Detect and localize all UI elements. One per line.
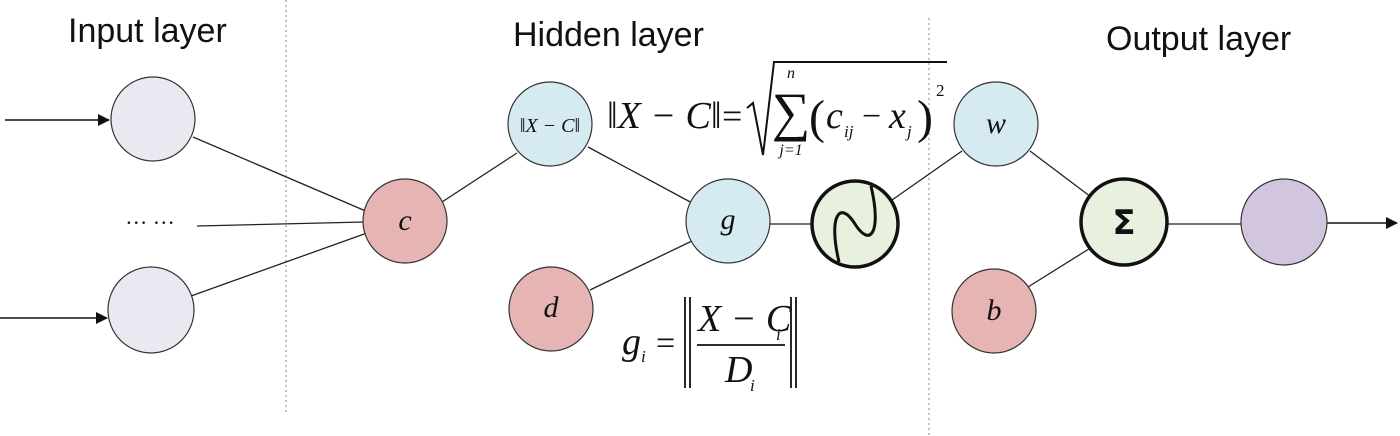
width-node-label: d — [544, 291, 560, 324]
bias-node — [951, 268, 1037, 354]
hidden-layer-title: Hidden layer — [513, 16, 704, 54]
output-layer-title: Output layer — [1106, 20, 1292, 58]
edge-w-sum — [1029, 150, 1096, 201]
norm-node-label: ‖X − C‖ — [520, 115, 580, 137]
output-node — [1240, 178, 1328, 266]
sum-symbol: ∑ — [772, 82, 811, 142]
edge-activation-w — [891, 150, 963, 201]
sum-node-label: Σ — [1112, 203, 1135, 243]
weight-node-label: w — [986, 107, 1006, 140]
input-node-1 — [110, 76, 196, 162]
gaussian-numerator-sub: i — [776, 325, 781, 344]
weight-node — [953, 81, 1039, 167]
gaussian-denominator-sub: i — [750, 376, 755, 395]
edge-c-norm — [441, 152, 518, 203]
term-x: x — [888, 95, 906, 137]
gaussian-node-label: g — [721, 203, 736, 236]
center-node — [362, 178, 448, 264]
sum-lower-limit: j=1 — [777, 142, 802, 159]
term-c: c — [826, 95, 843, 137]
gaussian-eq-equals: = — [656, 325, 675, 362]
gaussian-denominator: D — [724, 349, 752, 391]
sum-node — [1079, 177, 1169, 267]
edge-ellipsis-c — [196, 221, 365, 227]
input-layer-title: Input layer — [68, 12, 227, 50]
edge-input2-c — [190, 232, 368, 297]
gaussian-equation: g i = X − C i D i — [622, 297, 797, 395]
gaussian-eq-lhs: g — [622, 321, 641, 363]
input-node-2 — [107, 266, 195, 354]
exponent-two: 2 — [936, 81, 945, 100]
width-node — [508, 266, 594, 352]
gaussian-node — [685, 178, 771, 264]
gaussian-numerator: X − C — [696, 298, 792, 340]
edge-b-sum — [1027, 246, 1093, 288]
term-minus: − — [862, 98, 881, 135]
term-c-sub: ij — [844, 122, 854, 141]
distance-equation: ‖X − C‖ = n ∑ j=1 ( c ij − x j ) 2 — [607, 61, 947, 159]
distance-eq-lhs: ‖X − C‖ — [607, 95, 722, 137]
connections — [190, 136, 1241, 297]
sqrt-sign — [746, 61, 947, 156]
open-paren: ( — [809, 91, 825, 144]
edge-norm-g — [587, 146, 695, 205]
distance-eq-equals: = — [722, 96, 742, 136]
norm-node — [507, 81, 593, 167]
center-node-label: c — [398, 204, 411, 237]
close-paren: ) — [917, 91, 933, 144]
edge-input1-c — [192, 136, 369, 213]
input-ellipsis: … … — [125, 204, 175, 229]
bias-node-label: b — [987, 294, 1002, 327]
gaussian-eq-lhs-sub: i — [641, 347, 646, 366]
sum-upper-limit: n — [787, 65, 795, 82]
sigmoid-curve-icon — [833, 185, 877, 263]
edge-d-g — [589, 239, 695, 291]
term-x-sub: j — [905, 122, 912, 141]
